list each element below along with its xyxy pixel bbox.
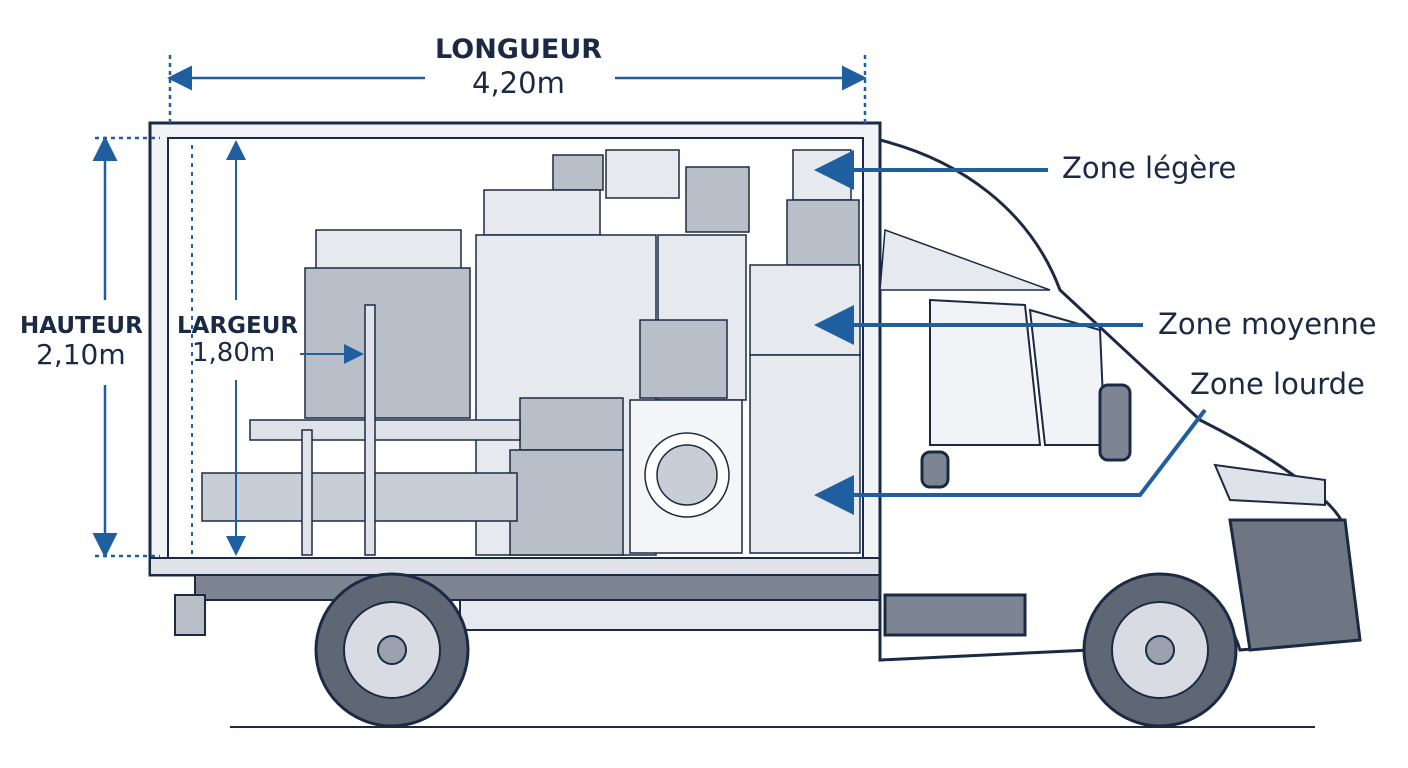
height-value: 2,10m	[36, 338, 126, 371]
zone-medium-label: Zone moyenne	[1158, 307, 1377, 341]
van-cab	[878, 138, 1362, 662]
front-wheel	[1082, 572, 1238, 728]
zone-light-label: Zone légère	[1062, 151, 1237, 185]
rear-wheel	[314, 572, 470, 728]
chassis	[174, 574, 891, 636]
length-label: LONGUEUR	[435, 34, 603, 65]
length-dimension	[167, 55, 867, 125]
width-dimension	[191, 140, 364, 556]
width-value: 1,80m	[192, 338, 276, 368]
zone-heavy-arrow	[814, 408, 1207, 515]
length-value: 4,20m	[472, 66, 565, 100]
cargo-items	[201, 149, 861, 556]
height-label: HAUTEUR	[20, 313, 143, 339]
width-label: LARGEUR	[177, 313, 299, 339]
zone-heavy-label: Zone lourde	[1190, 367, 1365, 401]
height-dimension	[92, 136, 160, 558]
